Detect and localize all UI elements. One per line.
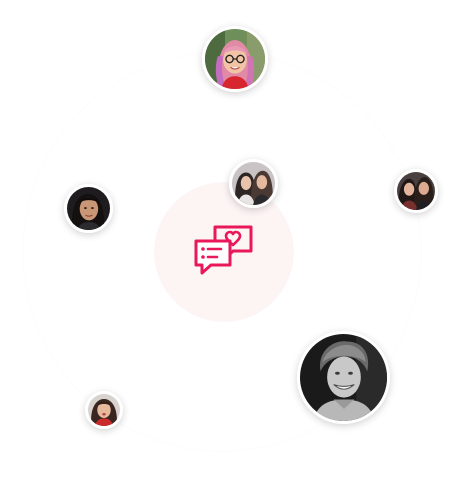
avatar-man-smiling-bw[interactable] xyxy=(297,331,390,424)
avatar-two-women-selfie[interactable] xyxy=(229,159,278,208)
avatar-woman-pink-hair-glasses[interactable] xyxy=(202,26,268,92)
avatar-two-women[interactable] xyxy=(394,169,438,213)
avatar-woman-dark-hair[interactable] xyxy=(64,184,113,233)
chat-heart-icon xyxy=(193,225,255,277)
avatar-woman-red-top[interactable] xyxy=(85,391,123,429)
